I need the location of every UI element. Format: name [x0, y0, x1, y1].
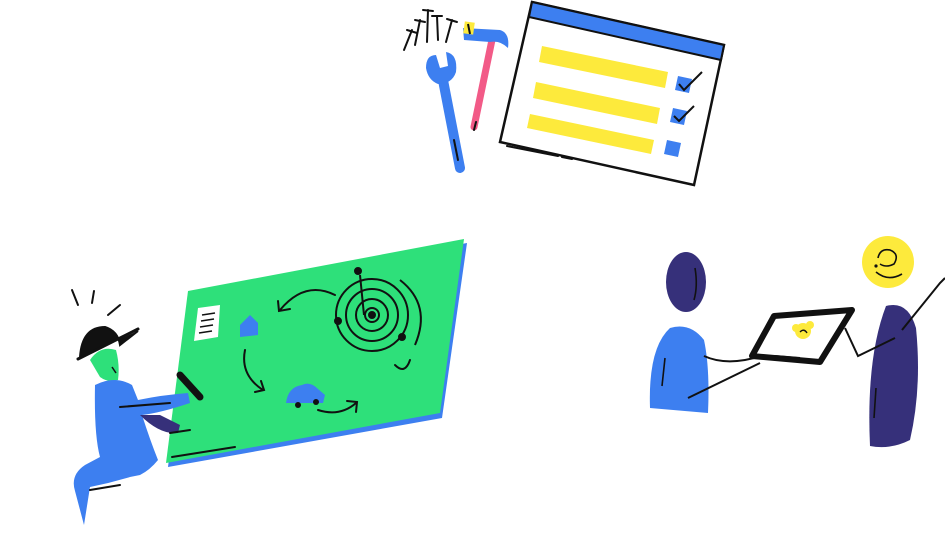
flow-arrows: [243, 289, 411, 414]
tools-and-checklist-illustration: [390, 0, 730, 190]
car-icon: [286, 383, 325, 408]
two-people-with-tablet-illustration: [640, 228, 945, 448]
checkbox-3: [664, 140, 681, 157]
wrench-icon: [426, 52, 465, 173]
hard-hat-icon: [71, 289, 140, 361]
left-person: [649, 252, 771, 413]
person-drawing-on-board-illustration: [60, 235, 480, 535]
hammer-icon: [463, 21, 509, 131]
checkbox-2: [670, 105, 695, 125]
checklist-window-icon: [498, 0, 726, 187]
tablet-icon: [749, 307, 855, 365]
target-icon: [334, 267, 422, 352]
note-icon: [194, 305, 220, 341]
nails-icon: [403, 9, 458, 51]
green-board: [166, 239, 467, 467]
marker-icon: [176, 371, 204, 401]
person-drawing: [71, 289, 204, 525]
flower-icon: [792, 321, 814, 339]
checkbox-1: [675, 71, 703, 93]
house-icon: [240, 315, 258, 337]
right-person: [844, 236, 945, 448]
